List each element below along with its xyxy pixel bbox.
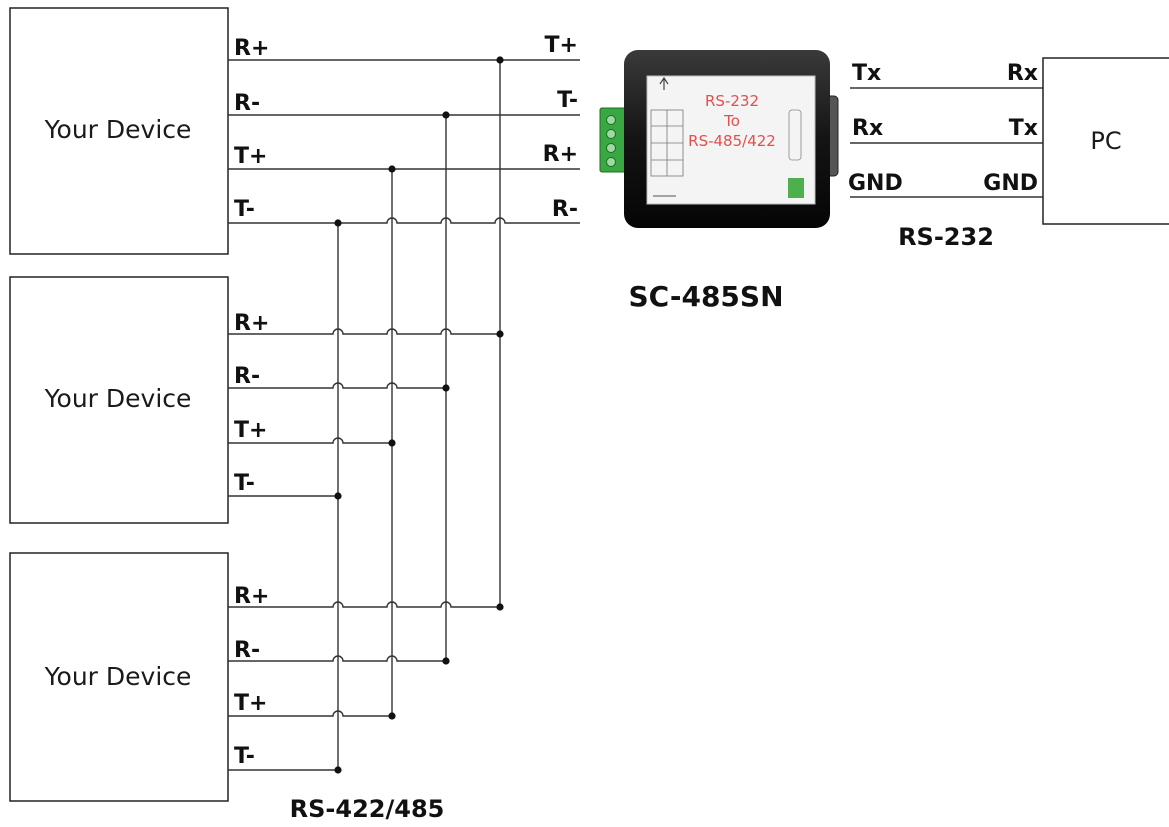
converter-pin-r-minus: R- <box>552 197 578 222</box>
sticker-connector-outline <box>788 109 802 161</box>
device-2-pin-r-minus: R- <box>234 364 260 389</box>
device-1: Your Device <box>9 7 229 255</box>
terminal-screw-4 <box>606 157 616 167</box>
converter-front-line2: To <box>723 112 740 130</box>
junction-device-2-t-plus <box>388 439 396 447</box>
pc-pin-tx: Tx <box>1009 116 1038 141</box>
terminal-screw-2 <box>606 129 616 139</box>
device-1-pin-t-minus: T- <box>234 197 255 222</box>
pc-pins: Rx Tx GND <box>983 61 1038 196</box>
converter-right-pins: Tx Rx GND <box>848 61 903 196</box>
device-1-pin-r-minus: R- <box>234 91 260 116</box>
converter-pin-t-plus: T+ <box>545 33 578 58</box>
junction-device-3-t-plus <box>388 712 396 720</box>
device-3-pins: R+ R- T+ T- <box>234 584 269 769</box>
device-3-pin-t-minus: T- <box>234 744 255 769</box>
device-3-box <box>9 552 229 802</box>
converter-pin-rx: Rx <box>852 116 883 141</box>
device-2-label: Your Device <box>44 384 192 413</box>
converter-pin-gnd: GND <box>848 171 903 196</box>
junction-device-2-r-minus <box>442 384 450 392</box>
device-2-pins: R+ R- T+ T- <box>234 311 269 496</box>
junction-device-3-t-minus <box>334 766 342 774</box>
device-2-pin-r-plus: R+ <box>234 311 269 336</box>
device-2-pin-t-minus: T- <box>234 471 255 496</box>
device-3: Your Device <box>9 552 229 802</box>
junction-device-1-r-minus <box>442 111 450 119</box>
converter-device: RS-232 To RS-485/422 <box>599 50 839 228</box>
converter-pin-t-minus: T- <box>557 88 578 113</box>
junction-dots <box>334 56 504 774</box>
device-1-pins: R+ R- T+ T- <box>234 36 269 222</box>
wire-device-3-r-minus <box>228 655 446 662</box>
terminal-screw-1 <box>606 115 616 125</box>
converter-left-pins: T+ T- R+ R- <box>543 33 578 222</box>
logo-icon <box>788 178 804 198</box>
device-2: Your Device <box>9 276 229 524</box>
device-1-pin-t-plus: T+ <box>234 144 267 169</box>
converter-front-line1: RS-232 <box>705 92 759 110</box>
serial-wires <box>850 87 1043 198</box>
converter-front-label <box>646 75 816 205</box>
device-2-pin-t-plus: T+ <box>234 418 267 443</box>
device-3-pin-r-plus: R+ <box>234 584 269 609</box>
pc-pin-rx: Rx <box>1007 61 1038 86</box>
converter-pin-tx: Tx <box>852 61 881 86</box>
wire-device-1-t-minus <box>228 217 580 224</box>
junction-device-3-r-plus <box>496 603 504 611</box>
junction-device-1-t-minus <box>334 219 342 227</box>
pc-pin-gnd: GND <box>983 171 1038 196</box>
junction-device-1-r-plus <box>496 56 504 64</box>
device-1-label: Your Device <box>44 115 192 144</box>
converter-front-line3: RS-485/422 <box>688 132 776 150</box>
converter-pin-r-plus: R+ <box>543 142 578 167</box>
junction-device-3-r-minus <box>442 657 450 665</box>
converter-model: SC-485SN <box>628 280 783 313</box>
antenna-icon <box>659 76 669 90</box>
terminal-screw-3 <box>606 143 616 153</box>
pc-label: PC <box>1090 127 1121 155</box>
bus-wires <box>228 59 580 771</box>
junction-device-1-t-plus <box>388 165 396 173</box>
junction-device-2-t-minus <box>334 492 342 500</box>
device-3-pin-r-minus: R- <box>234 638 260 663</box>
device-2-box <box>9 276 229 524</box>
device-1-pin-r-plus: R+ <box>234 36 269 61</box>
device-1-box <box>9 7 229 255</box>
serial-caption: RS-232 <box>898 223 994 251</box>
device-3-pin-t-plus: T+ <box>234 691 267 716</box>
pc: PC <box>1042 57 1169 225</box>
pc-box <box>1042 57 1169 225</box>
wire-device-2-r-minus <box>228 382 446 389</box>
device-3-label: Your Device <box>44 662 192 691</box>
junction-device-2-r-plus <box>496 330 504 338</box>
bus-caption: RS-422/485 <box>290 795 445 823</box>
